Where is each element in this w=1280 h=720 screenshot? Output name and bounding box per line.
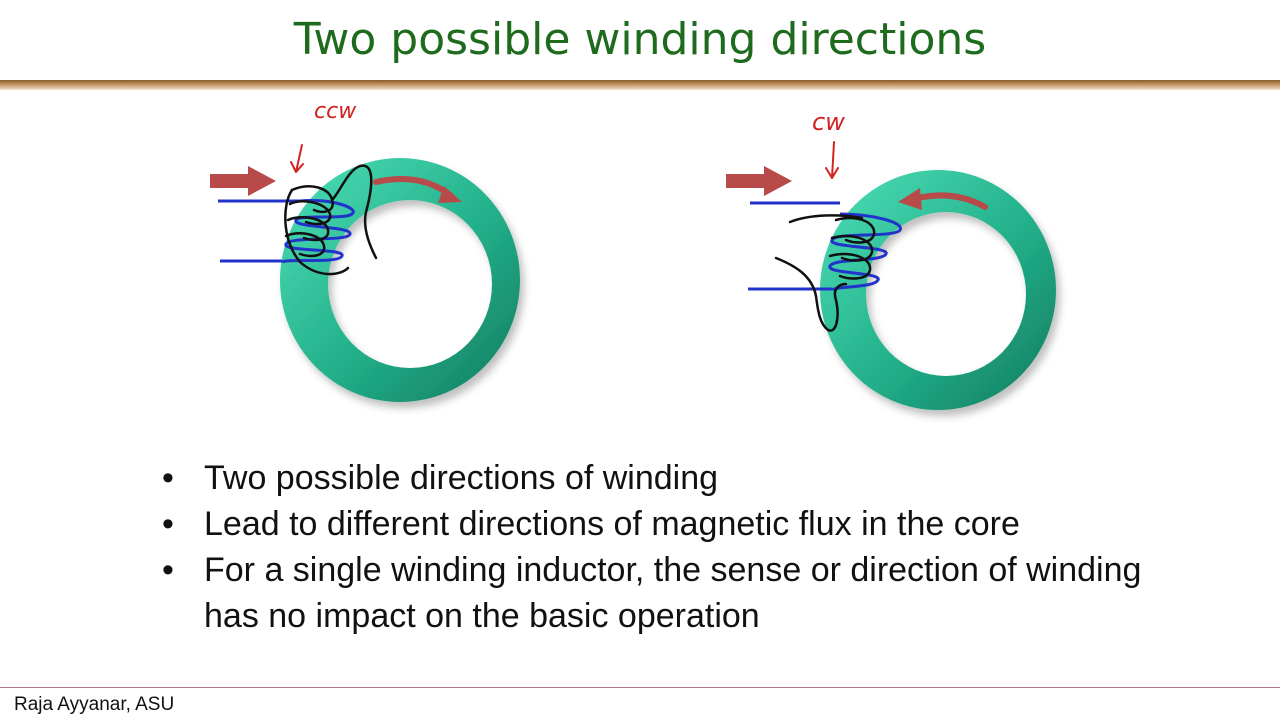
left-ink-pointer xyxy=(290,144,304,173)
bullet-text: For a single winding inductor, the sense… xyxy=(204,551,1142,635)
left-input-arrow xyxy=(210,166,276,196)
right-direction-label: cw xyxy=(812,108,845,136)
slide-title: Two possible winding directions xyxy=(293,14,987,65)
bullet-dot: • xyxy=(162,505,174,543)
bullet-item: • Two possible directions of winding xyxy=(160,455,1200,501)
bullet-list: • Two possible directions of winding • L… xyxy=(160,455,1200,639)
left-direction-label: ccw xyxy=(314,99,357,124)
left-core xyxy=(280,158,520,402)
bullet-item: • For a single winding inductor, the sen… xyxy=(160,547,1200,639)
left-flux-arrowhead xyxy=(438,186,462,203)
left-toroid: ccw xyxy=(210,99,520,402)
right-ink-pointer xyxy=(825,141,839,179)
right-hand-sketch xyxy=(774,214,876,332)
title-divider xyxy=(0,80,1280,90)
right-core xyxy=(820,170,1056,410)
bullet-text: Lead to different directions of magnetic… xyxy=(204,505,1020,543)
toroid-figure: ccw cw xyxy=(210,99,1056,410)
bullet-text: Two possible directions of winding xyxy=(204,459,719,497)
right-flux-arrow xyxy=(915,192,988,210)
bullet-dot: • xyxy=(162,551,174,589)
left-hand-sketch xyxy=(284,164,378,276)
right-flux-arrowhead xyxy=(898,188,922,210)
bullet-dot: • xyxy=(162,459,174,497)
footer-author: Raja Ayyanar, ASU xyxy=(14,694,175,715)
footer-divider xyxy=(0,687,1280,688)
right-winding-wire xyxy=(750,201,902,292)
right-input-arrow xyxy=(726,166,792,196)
right-toroid: cw xyxy=(726,108,1056,410)
bullet-item: • Lead to different directions of magnet… xyxy=(160,501,1200,547)
